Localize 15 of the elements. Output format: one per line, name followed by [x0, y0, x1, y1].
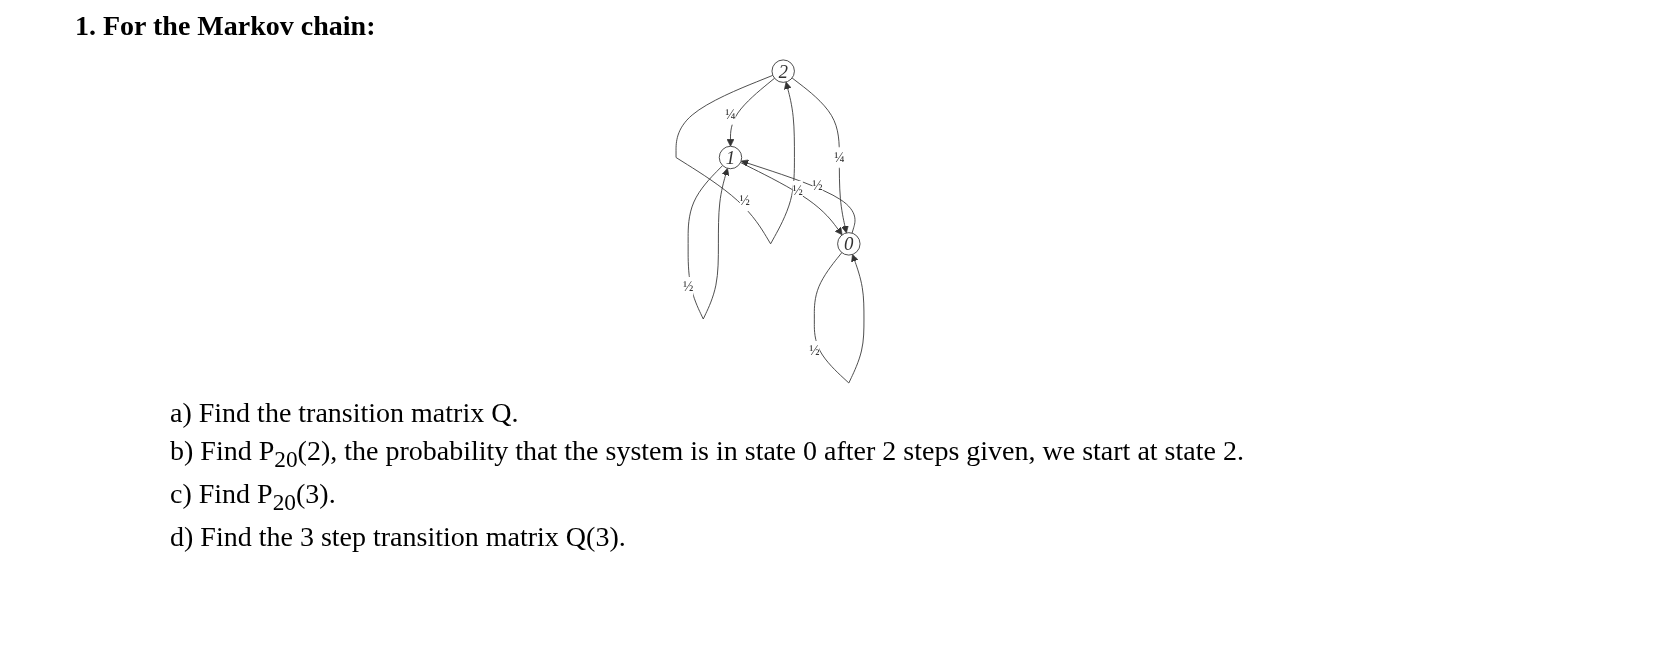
- edge-label: ½: [809, 343, 820, 358]
- question-text: b) Find P$_{20}$(2), the probability that the system is in state 0 after 2 steps given, we start at state 2.: [170, 434, 1245, 474]
- node-circle: 1: [718, 145, 743, 170]
- node-circle: 2: [771, 59, 795, 83]
- question-text: c) Find P$_{20}$(3).: [170, 477, 337, 517]
- edge-label: ½: [792, 183, 803, 199]
- edge-label: ½: [682, 279, 694, 294]
- edge-label: ¼: [834, 149, 845, 165]
- question-text: a) Find the transition matrix Q.: [170, 396, 520, 430]
- question-heading: 1. For the Markov chain:: [75, 10, 376, 42]
- edge-label: ½: [812, 178, 823, 194]
- node-circle: 0: [837, 232, 861, 256]
- edge-label: ½: [739, 192, 750, 208]
- edge-label: ¼: [725, 106, 736, 122]
- question-text: d) Find the 3 step transition matrix Q(3).: [170, 520, 627, 555]
